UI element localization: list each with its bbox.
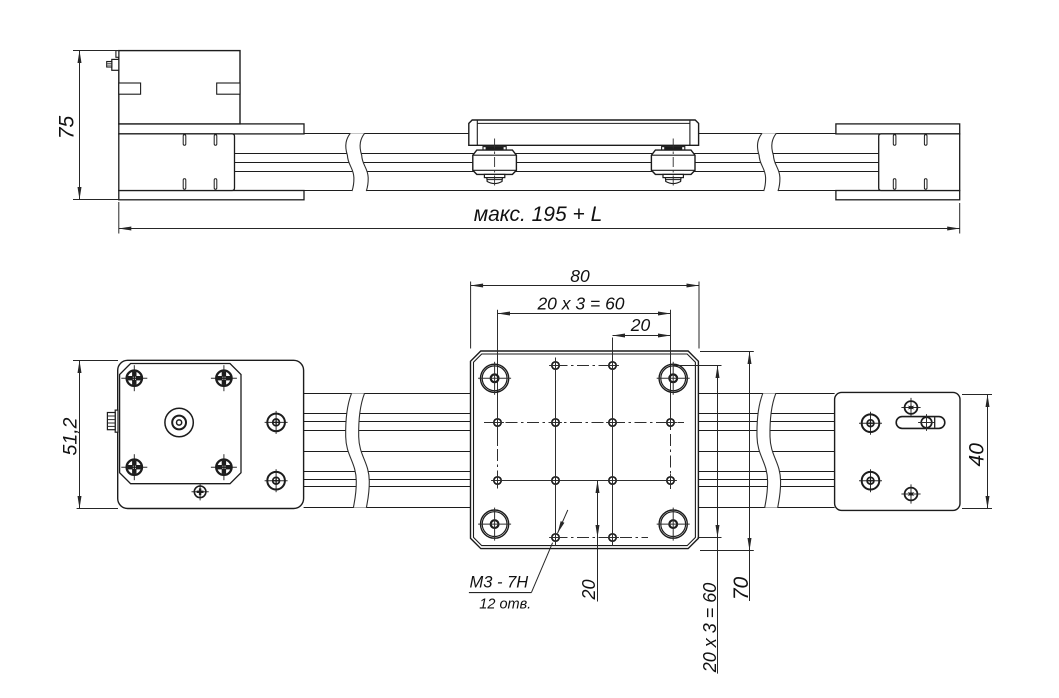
svg-text:20: 20 xyxy=(630,315,651,335)
svg-text:12 отв.: 12 отв. xyxy=(479,597,531,613)
svg-text:20 x 3 = 60: 20 x 3 = 60 xyxy=(700,583,720,674)
svg-text:80: 80 xyxy=(570,266,590,286)
svg-text:М3 - 7Н: М3 - 7Н xyxy=(470,574,529,592)
svg-text:20 x 3 = 60: 20 x 3 = 60 xyxy=(536,294,624,314)
svg-text:75: 75 xyxy=(55,116,78,140)
svg-text:макс. 195 + L: макс. 195 + L xyxy=(474,203,603,226)
svg-text:20: 20 xyxy=(579,579,599,600)
svg-text:40: 40 xyxy=(966,443,989,467)
svg-text:51,2: 51,2 xyxy=(60,417,82,455)
svg-text:70: 70 xyxy=(730,577,753,601)
